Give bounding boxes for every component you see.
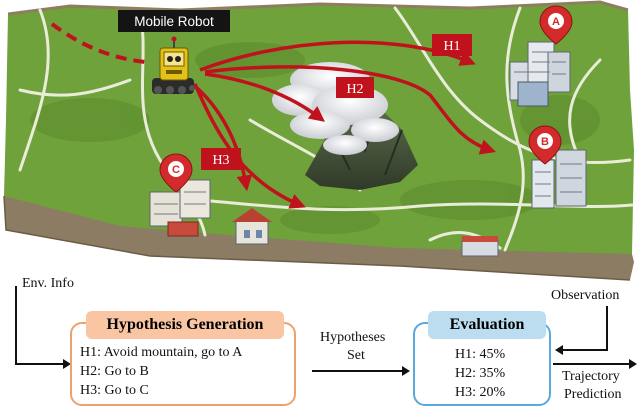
trajectory-prediction-label-line1: Trajectory [562, 369, 620, 384]
robot-icon [152, 36, 195, 94]
observation-line-horizontal [562, 349, 608, 351]
terrain-map: A B C [3, 0, 634, 281]
hypotheses-set-label-line2: Set [347, 348, 365, 363]
trajectory-prediction-arrow-line [553, 363, 631, 365]
tag-h2: H2 [336, 77, 374, 98]
hypothesis-item-1: H1: Avoid mountain, go to A [80, 345, 243, 360]
env-info-line-vertical [15, 286, 17, 364]
hypotheses-set-label-line1: Hypotheses [320, 330, 386, 345]
marker-b-icon: B [528, 125, 562, 165]
buildings-c [149, 179, 211, 237]
env-info-line-horizontal [15, 363, 65, 365]
trajectory-prediction-arrowhead [629, 359, 637, 369]
past-trajectory [50, 22, 146, 64]
buildings-a [509, 41, 571, 107]
tag-h1-label: H1 [443, 39, 460, 54]
trajectory-prediction-label-line2: Prediction [564, 387, 622, 402]
buildings-b [531, 149, 587, 209]
tag-h3: H3 [201, 148, 241, 170]
observation-label: Observation [551, 288, 620, 303]
env-info-arrowhead [63, 359, 71, 369]
hypotheses-set-arrowhead [402, 366, 410, 376]
observation-arrowhead [555, 345, 563, 355]
robot-label: Mobile Robot [134, 14, 214, 29]
marker-a-icon: A [539, 5, 573, 45]
hypothesis-item-3: H3: Go to C [80, 383, 149, 398]
arrow-h3 [188, 80, 253, 192]
hypotheses-set-arrow-line [312, 370, 404, 372]
observation-line-vertical [606, 306, 608, 350]
robot-label-box [118, 10, 230, 32]
tag-h2-label: H2 [346, 82, 363, 97]
tag-h3-label: H3 [212, 153, 229, 168]
hypothesis-arrows [188, 40, 496, 209]
marker-c-label: C [172, 164, 180, 176]
evaluation-item-2: H2: 35% [455, 366, 506, 381]
evaluation-title: Evaluation [428, 311, 546, 339]
tag-h1: H1 [432, 34, 472, 56]
hypothesis-item-2: H2: Go to B [80, 364, 149, 379]
house [232, 208, 272, 245]
evaluation-item-1: H1: 45% [455, 347, 506, 362]
evaluation-item-3: H3: 20% [455, 385, 506, 400]
marker-c-icon: C [159, 153, 193, 193]
arrow-h1b [204, 65, 496, 155]
marker-a-label: A [552, 16, 560, 28]
shop [461, 236, 499, 257]
arrow-h2 [204, 72, 326, 122]
env-info-label: Env. Info [22, 276, 74, 291]
hypothesis-generation-title: Hypothesis Generation [86, 311, 284, 339]
marker-b-label: B [541, 136, 549, 148]
